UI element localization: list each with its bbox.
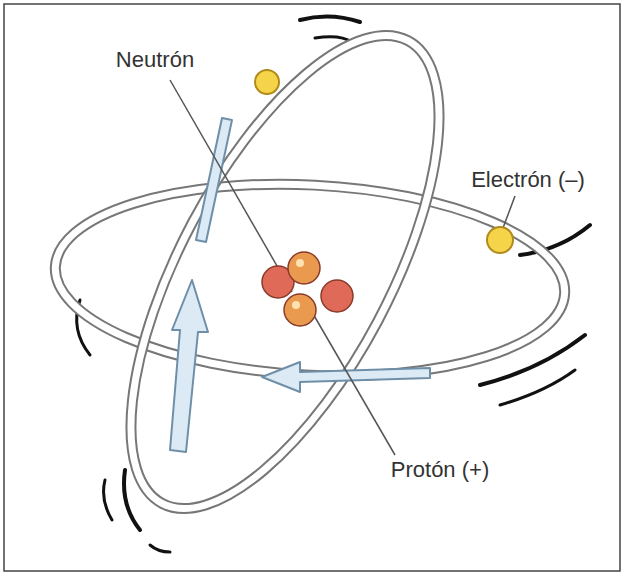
orbit-arrow xyxy=(170,118,430,452)
orbit xyxy=(69,0,500,553)
part-label: Electrón (–) xyxy=(468,166,588,194)
nucleus xyxy=(262,252,353,326)
frame xyxy=(4,4,620,571)
motion-strokes xyxy=(77,16,590,552)
part-label: Protón (+) xyxy=(388,456,492,484)
orbit xyxy=(50,172,569,388)
part-label: Neutrón xyxy=(113,46,197,74)
leader-line xyxy=(170,80,515,455)
electron xyxy=(255,70,513,253)
